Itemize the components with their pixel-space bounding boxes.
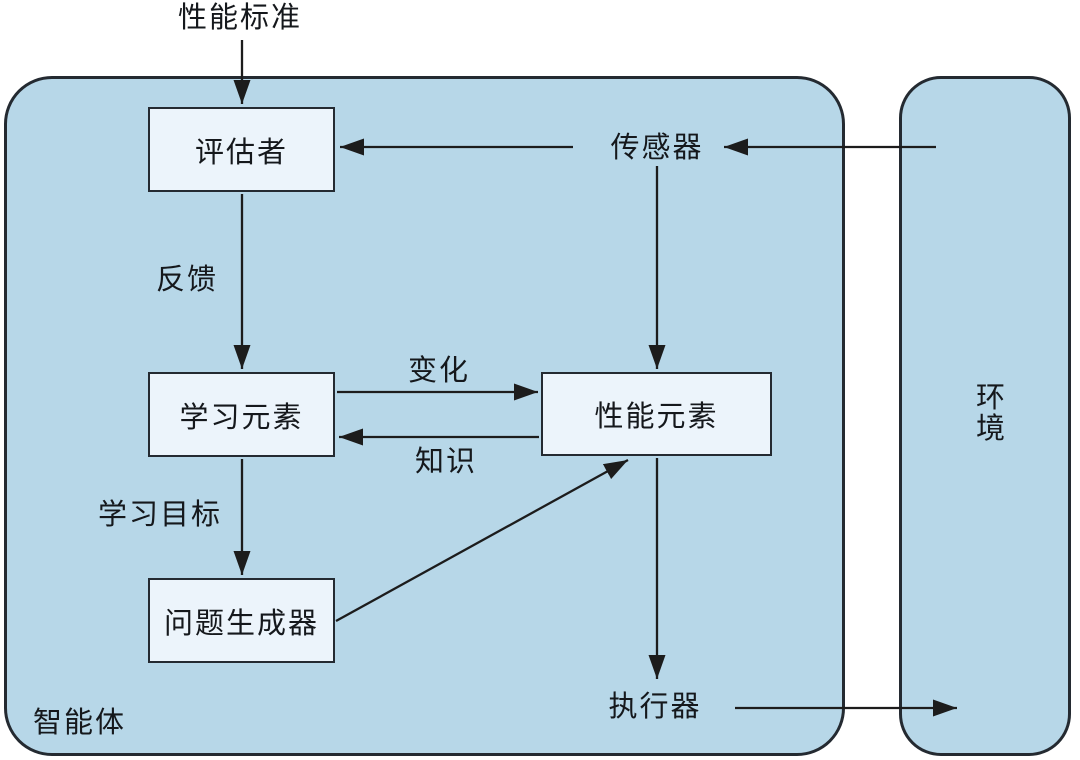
changes-label: 变化: [407, 355, 470, 387]
arrow-problem-generator-to-performance-element: [335, 458, 629, 623]
feedback-label: 反馈: [155, 264, 218, 296]
environment-region-label: 环境: [975, 382, 1005, 445]
node-performance-element: 性能元素: [541, 372, 772, 456]
performance-standard-label: 性能标准: [177, 2, 302, 34]
sensors-label: 传感器: [610, 132, 704, 164]
agent-region-label: 智能体: [33, 707, 127, 739]
knowledge-label: 知识: [414, 446, 477, 478]
learning-goal-label: 学习目标: [97, 499, 222, 531]
node-performance-element-label: 性能元素: [594, 401, 719, 433]
node-learning-element-label: 学习元素: [179, 401, 304, 434]
environment-region: [899, 76, 1071, 756]
node-critic-label: 评估者: [194, 136, 288, 169]
node-critic: 评估者: [148, 107, 335, 192]
actuators-label: 执行器: [608, 691, 702, 723]
node-learning-element: 学习元素: [148, 372, 335, 457]
node-problem-generator-label: 问题生成器: [163, 607, 319, 640]
node-problem-generator: 问题生成器: [148, 578, 335, 663]
